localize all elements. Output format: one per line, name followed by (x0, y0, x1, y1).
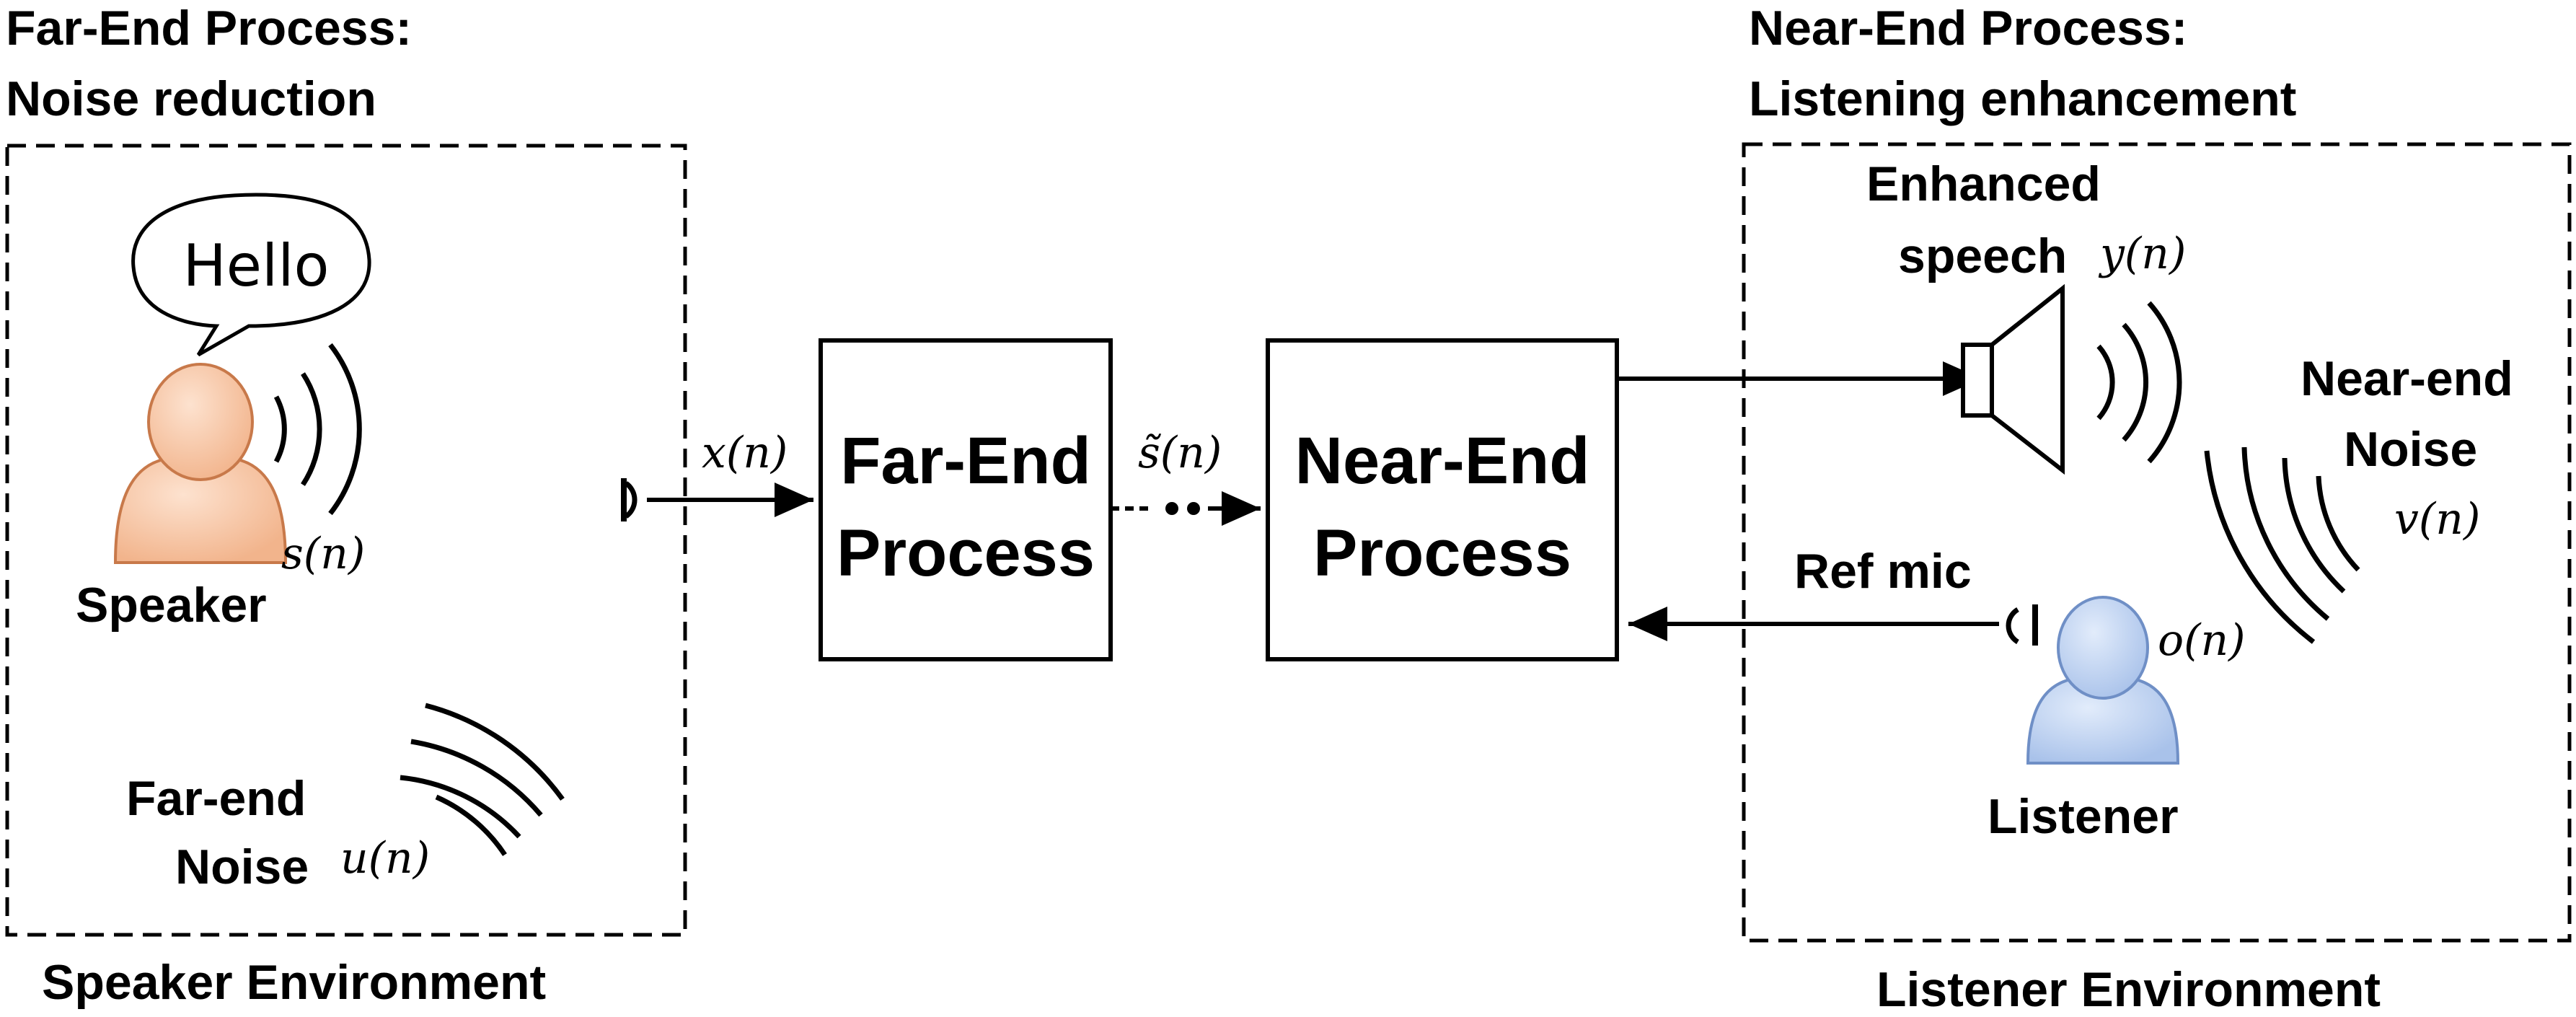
signal-x-label: x(n) (702, 428, 788, 478)
far-end-noise-label-line2: Noise (175, 840, 309, 894)
signal-v-label: v(n) (2394, 494, 2480, 545)
loudspeaker-sound-waves-icon (2096, 301, 2182, 464)
far-end-microphone-icon (621, 478, 638, 521)
signal-s-label: s(n) (281, 529, 365, 579)
far-end-heading-line2: Noise reduction (6, 71, 376, 126)
far-end-noise-label-line1: Far-end (126, 771, 306, 826)
speaker-environment-box (5, 144, 687, 937)
far-end-process-line2: Process (837, 516, 1095, 590)
ref-mic-label: Ref mic (1794, 544, 1972, 599)
near-end-noise-waves-icon (2204, 446, 2360, 644)
far-end-heading-line1: Far-End Process: (6, 1, 412, 56)
speaker-sound-waves-icon (273, 343, 362, 516)
signal-s-tilde-label: s̃(n) (1138, 428, 1222, 478)
near-end-heading-line2: Listening enhancement (1749, 71, 2296, 126)
near-end-process-block (1266, 338, 1619, 661)
signal-y-label: y(n) (2098, 229, 2186, 279)
signal-o-label: o(n) (2158, 615, 2246, 666)
channel-connection (1111, 491, 1261, 526)
listener-person-icon (2026, 596, 2180, 765)
near-end-heading-line1: Near-End Process: (1749, 1, 2187, 56)
far-end-process-block (819, 338, 1113, 661)
loudspeaker-icon (1961, 283, 2065, 475)
near-end-noise-label-line2: Noise (2344, 422, 2477, 477)
near-end-process-line1: Near-End (1295, 424, 1590, 498)
speech-bubble-text: Hello (183, 232, 330, 299)
speech-bubble: Hello (131, 193, 371, 357)
far-end-noise-waves-icon (400, 703, 565, 856)
far-end-process-line1: Far-End (840, 424, 1091, 498)
signal-u-label: u(n) (340, 833, 430, 884)
listener-environment-label: Listener Environment (1876, 962, 2381, 1017)
enhanced-speech-line2: speech (1898, 229, 2067, 283)
listener-environment-box (1742, 142, 2572, 943)
ref-microphone-icon (2006, 604, 2038, 646)
enhanced-speech-line1: Enhanced (1866, 157, 2101, 211)
speaker-environment-label: Speaker Environment (42, 955, 546, 1010)
speaker-person-icon (113, 363, 288, 564)
speaker-label: Speaker (76, 578, 267, 633)
listener-label: Listener (1988, 789, 2179, 844)
near-end-noise-label-line1: Near-end (2301, 351, 2513, 406)
near-end-process-line2: Process (1313, 516, 1571, 590)
